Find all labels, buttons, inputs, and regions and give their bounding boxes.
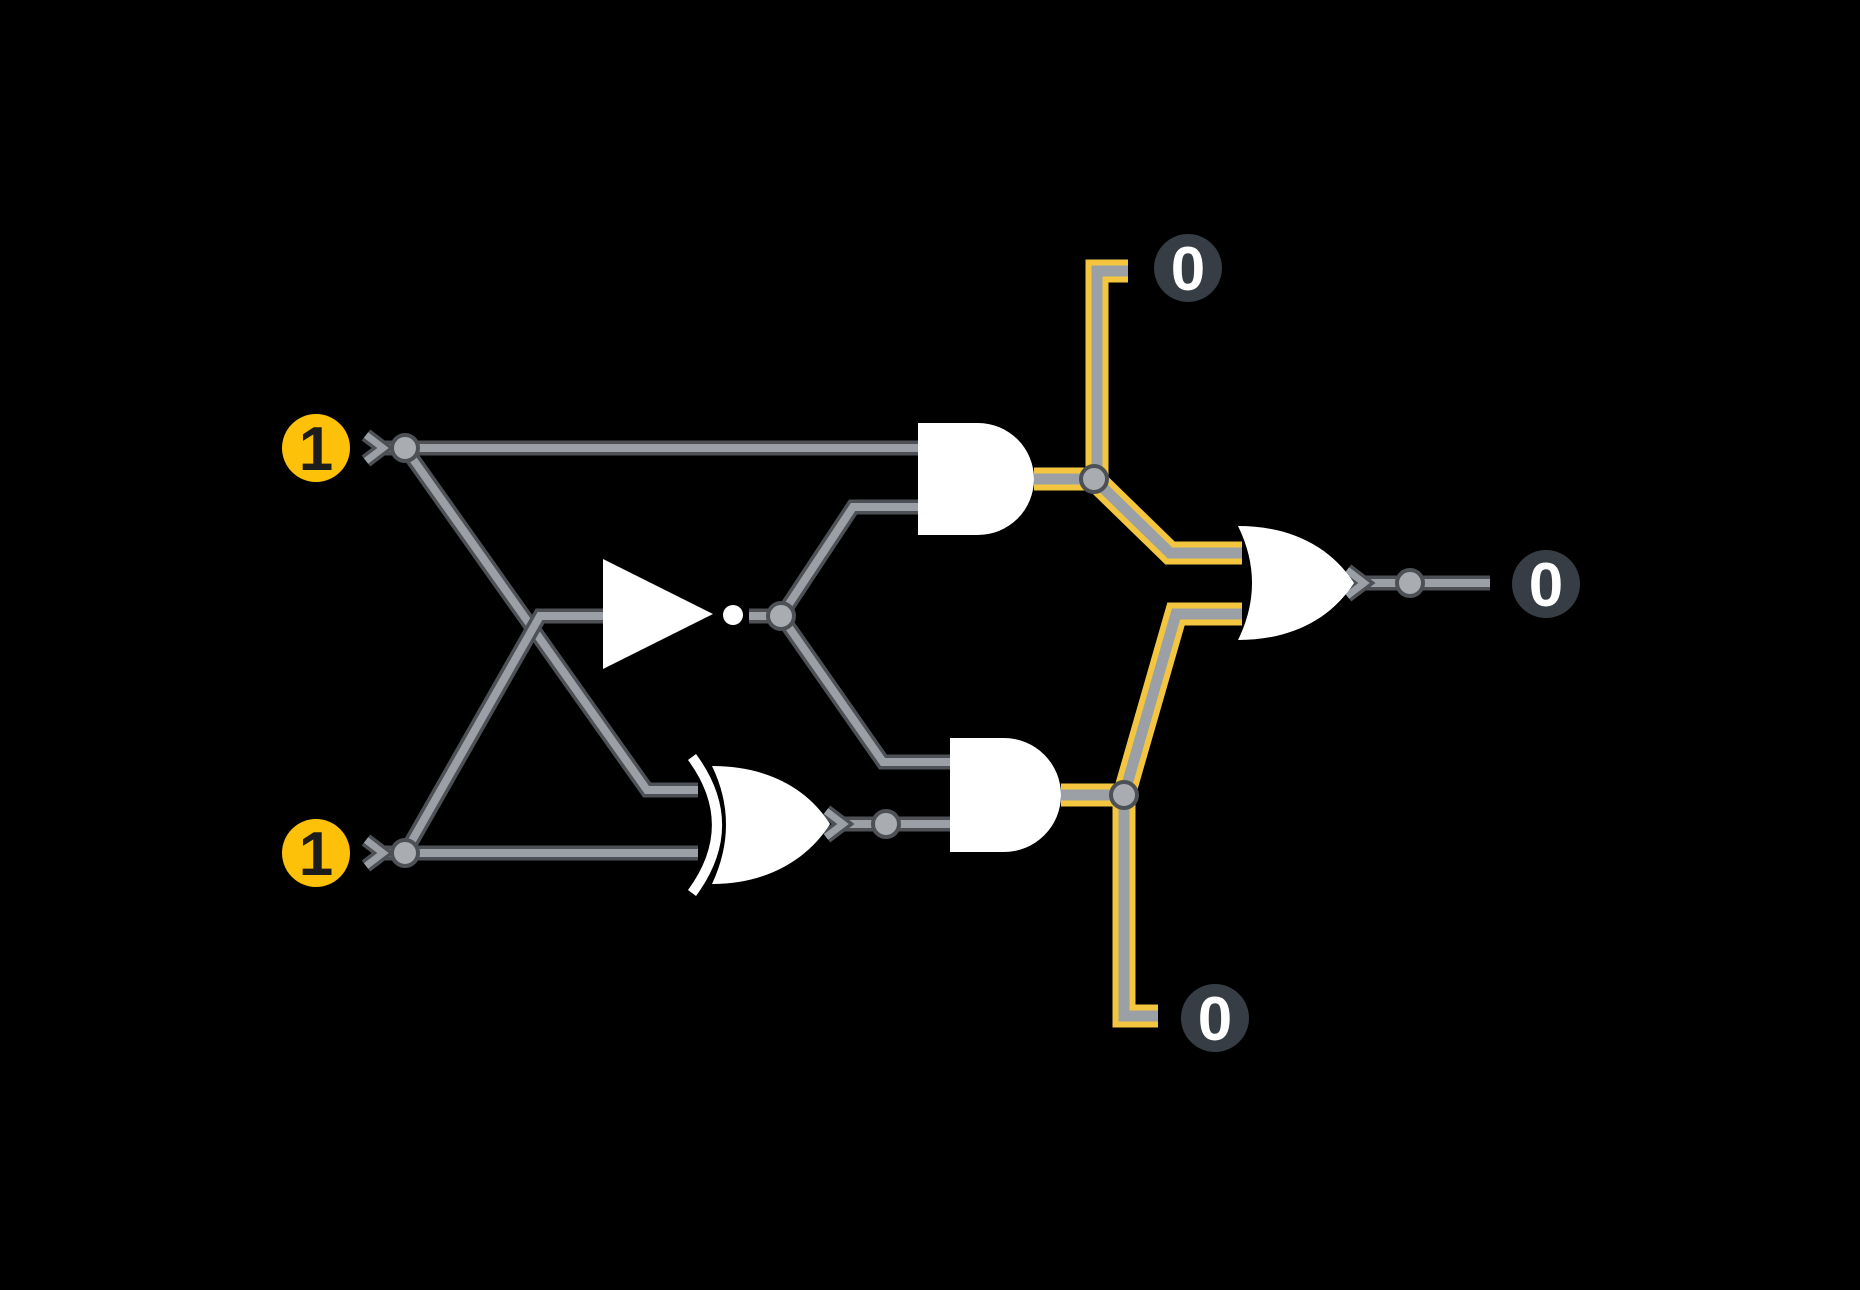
and-gate-bottom[interactable] <box>950 738 1061 852</box>
xor-gate[interactable] <box>687 754 830 896</box>
input-b-arrow-icon <box>361 834 395 872</box>
not-gate[interactable] <box>603 559 743 669</box>
junction-input-a <box>390 433 420 463</box>
junction-and-top-output <box>1079 464 1109 494</box>
junction-or-output <box>1395 568 1425 598</box>
or-output-arrow-icon <box>1342 564 1376 602</box>
wire-not-to-and-bottom <box>774 611 950 770</box>
input-a-value: 1 <box>299 415 333 484</box>
not-bubble-icon <box>723 605 743 625</box>
output-top-value: 0 <box>1171 235 1205 304</box>
output-bottom-value: 0 <box>1198 985 1232 1054</box>
wire-input-b-to-not <box>398 608 603 857</box>
output-bottom-badge: 0 <box>1181 984 1249 1054</box>
junction-input-b <box>390 838 420 868</box>
junction-and-bottom-output <box>1109 780 1139 810</box>
wire-and-bottom-to-output-bottom <box>1112 795 1158 1028</box>
output-right-badge: 0 <box>1512 550 1580 620</box>
input-b-badge[interactable]: 1 <box>282 819 350 889</box>
junction-xor-output <box>871 809 901 839</box>
xor-back-arc-icon <box>687 754 722 896</box>
input-a-arrow-icon <box>361 429 395 467</box>
junction-not-output <box>766 601 796 631</box>
wire-and-top-to-or <box>1085 470 1242 565</box>
input-b-value: 1 <box>299 820 333 889</box>
and-gate-top[interactable] <box>918 423 1034 535</box>
wire-and-top-to-output-top <box>1085 259 1128 479</box>
or-gate[interactable] <box>1238 526 1354 640</box>
xor-output-arrow-icon <box>821 805 855 843</box>
output-top-badge: 0 <box>1154 234 1222 304</box>
wire-input-a-to-xor-top <box>398 443 698 798</box>
output-right-value: 0 <box>1529 551 1563 620</box>
input-a-badge[interactable]: 1 <box>282 414 350 484</box>
wire-not-to-and-top <box>774 499 918 621</box>
wire-and-bottom-to-or <box>1112 602 1242 799</box>
